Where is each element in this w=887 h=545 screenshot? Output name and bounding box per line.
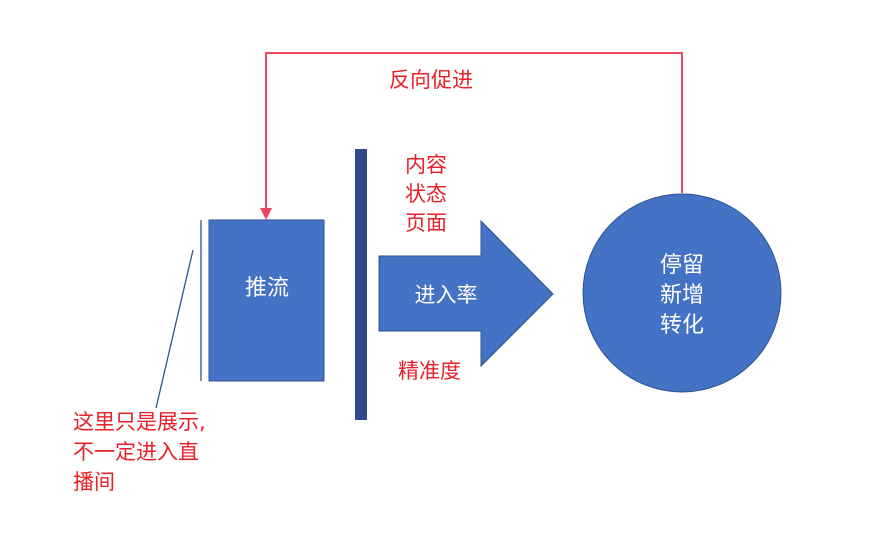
result-circle bbox=[582, 193, 782, 393]
note-line-1: 这里只是展示, bbox=[73, 410, 206, 434]
note-leader-line bbox=[155, 249, 194, 409]
note-line-2: 不一定进入直 bbox=[73, 440, 199, 464]
circle-label-line-2: 新增 bbox=[660, 283, 704, 308]
entry-rate-arrow bbox=[378, 219, 554, 368]
push-box bbox=[208, 219, 325, 382]
note-line-3: 播间 bbox=[73, 470, 115, 494]
barrier-label-line-3: 页面 bbox=[405, 211, 447, 235]
feedback-arrowhead bbox=[260, 208, 272, 220]
feedback-label: 反向促进 bbox=[389, 68, 473, 92]
feedback-loop-line bbox=[265, 52, 683, 212]
push-box-label: 推流 bbox=[245, 276, 289, 301]
barrier-label-line-1: 内容 bbox=[405, 153, 447, 177]
barrier-label-line-2: 状态 bbox=[405, 182, 447, 206]
circle-label-line-3: 转化 bbox=[660, 313, 704, 338]
entry-rate-label: 进入率 bbox=[415, 283, 478, 307]
precision-label: 精准度 bbox=[398, 359, 461, 383]
circle-label-line-1: 停留 bbox=[660, 253, 704, 278]
barrier-bar bbox=[355, 149, 367, 420]
